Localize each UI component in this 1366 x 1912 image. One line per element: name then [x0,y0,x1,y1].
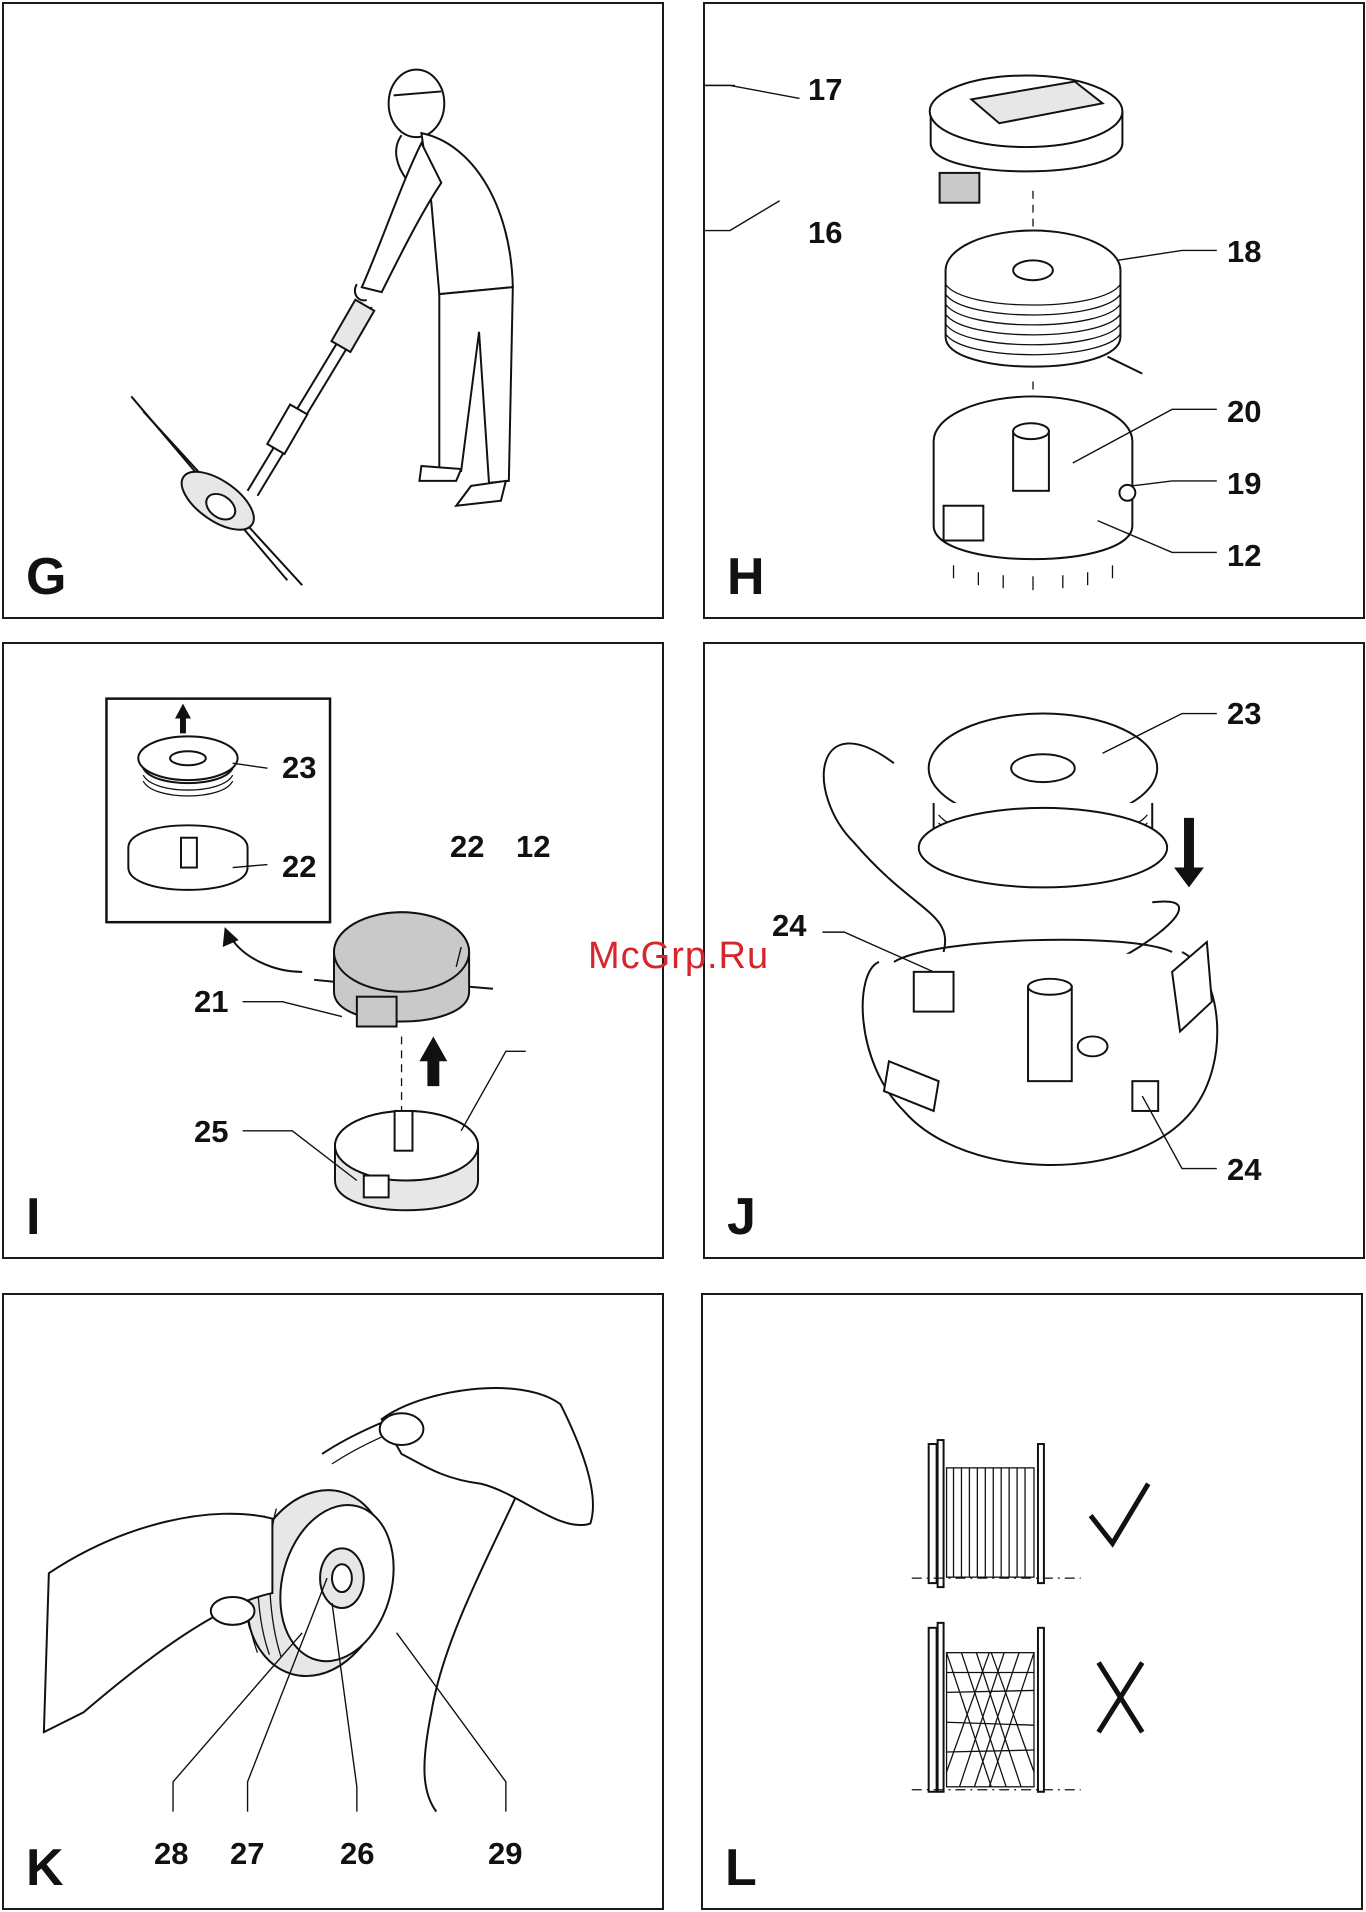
panel-j: 23 24 24 J [703,642,1365,1259]
panel-letter-j: J [727,1191,756,1243]
callout-23-inset: 23 [282,752,316,783]
watermark: McGrp.Ru [588,935,769,978]
callout-20: 20 [1227,396,1261,427]
callout-26: 26 [340,1838,374,1869]
callout-22: 22 [450,831,484,862]
winding-spool-by-hand-illustration [4,1295,662,1908]
callout-28: 28 [154,1838,188,1869]
callout-16: 16 [808,217,842,248]
correct-vs-incorrect-winding-illustration [703,1295,1361,1908]
panel-g: G [2,2,664,619]
cross-icon [1099,1663,1143,1733]
callout-27: 27 [230,1838,264,1869]
panel-l: L [701,1293,1363,1910]
callout-17: 17 [808,74,842,105]
panel-letter-g: G [26,551,66,603]
callout-21: 21 [194,986,228,1017]
panel-letter-i: I [26,1191,40,1243]
correct-winding [912,1440,1081,1587]
check-icon [1091,1484,1149,1544]
callout-24-bottom: 24 [1227,1154,1261,1185]
callout-24-top: 24 [772,910,806,941]
callout-18: 18 [1227,236,1261,267]
spool-removal-illustration [4,644,662,1257]
panel-letter-l: L [725,1842,757,1894]
callout-29: 29 [488,1838,522,1869]
spool-head-exploded-view [705,4,1363,617]
callout-12: 12 [516,831,550,862]
operator-with-trimmer-illustration [4,4,662,617]
callout-22-inset: 22 [282,851,316,882]
panel-letter-k: K [26,1842,64,1894]
line-threading-illustration [705,644,1363,1257]
callout-25: 25 [194,1116,228,1147]
panel-letter-h: H [727,551,765,603]
panel-h: 17 16 18 20 19 12 H [703,2,1365,619]
callout-19: 19 [1227,468,1261,499]
panel-k: 28 27 26 29 K [2,1293,664,1910]
callout-23: 23 [1227,698,1261,729]
callout-12: 12 [1227,540,1261,571]
panel-i: 23 22 22 12 21 25 I [2,642,664,1259]
incorrect-winding [912,1623,1081,1792]
